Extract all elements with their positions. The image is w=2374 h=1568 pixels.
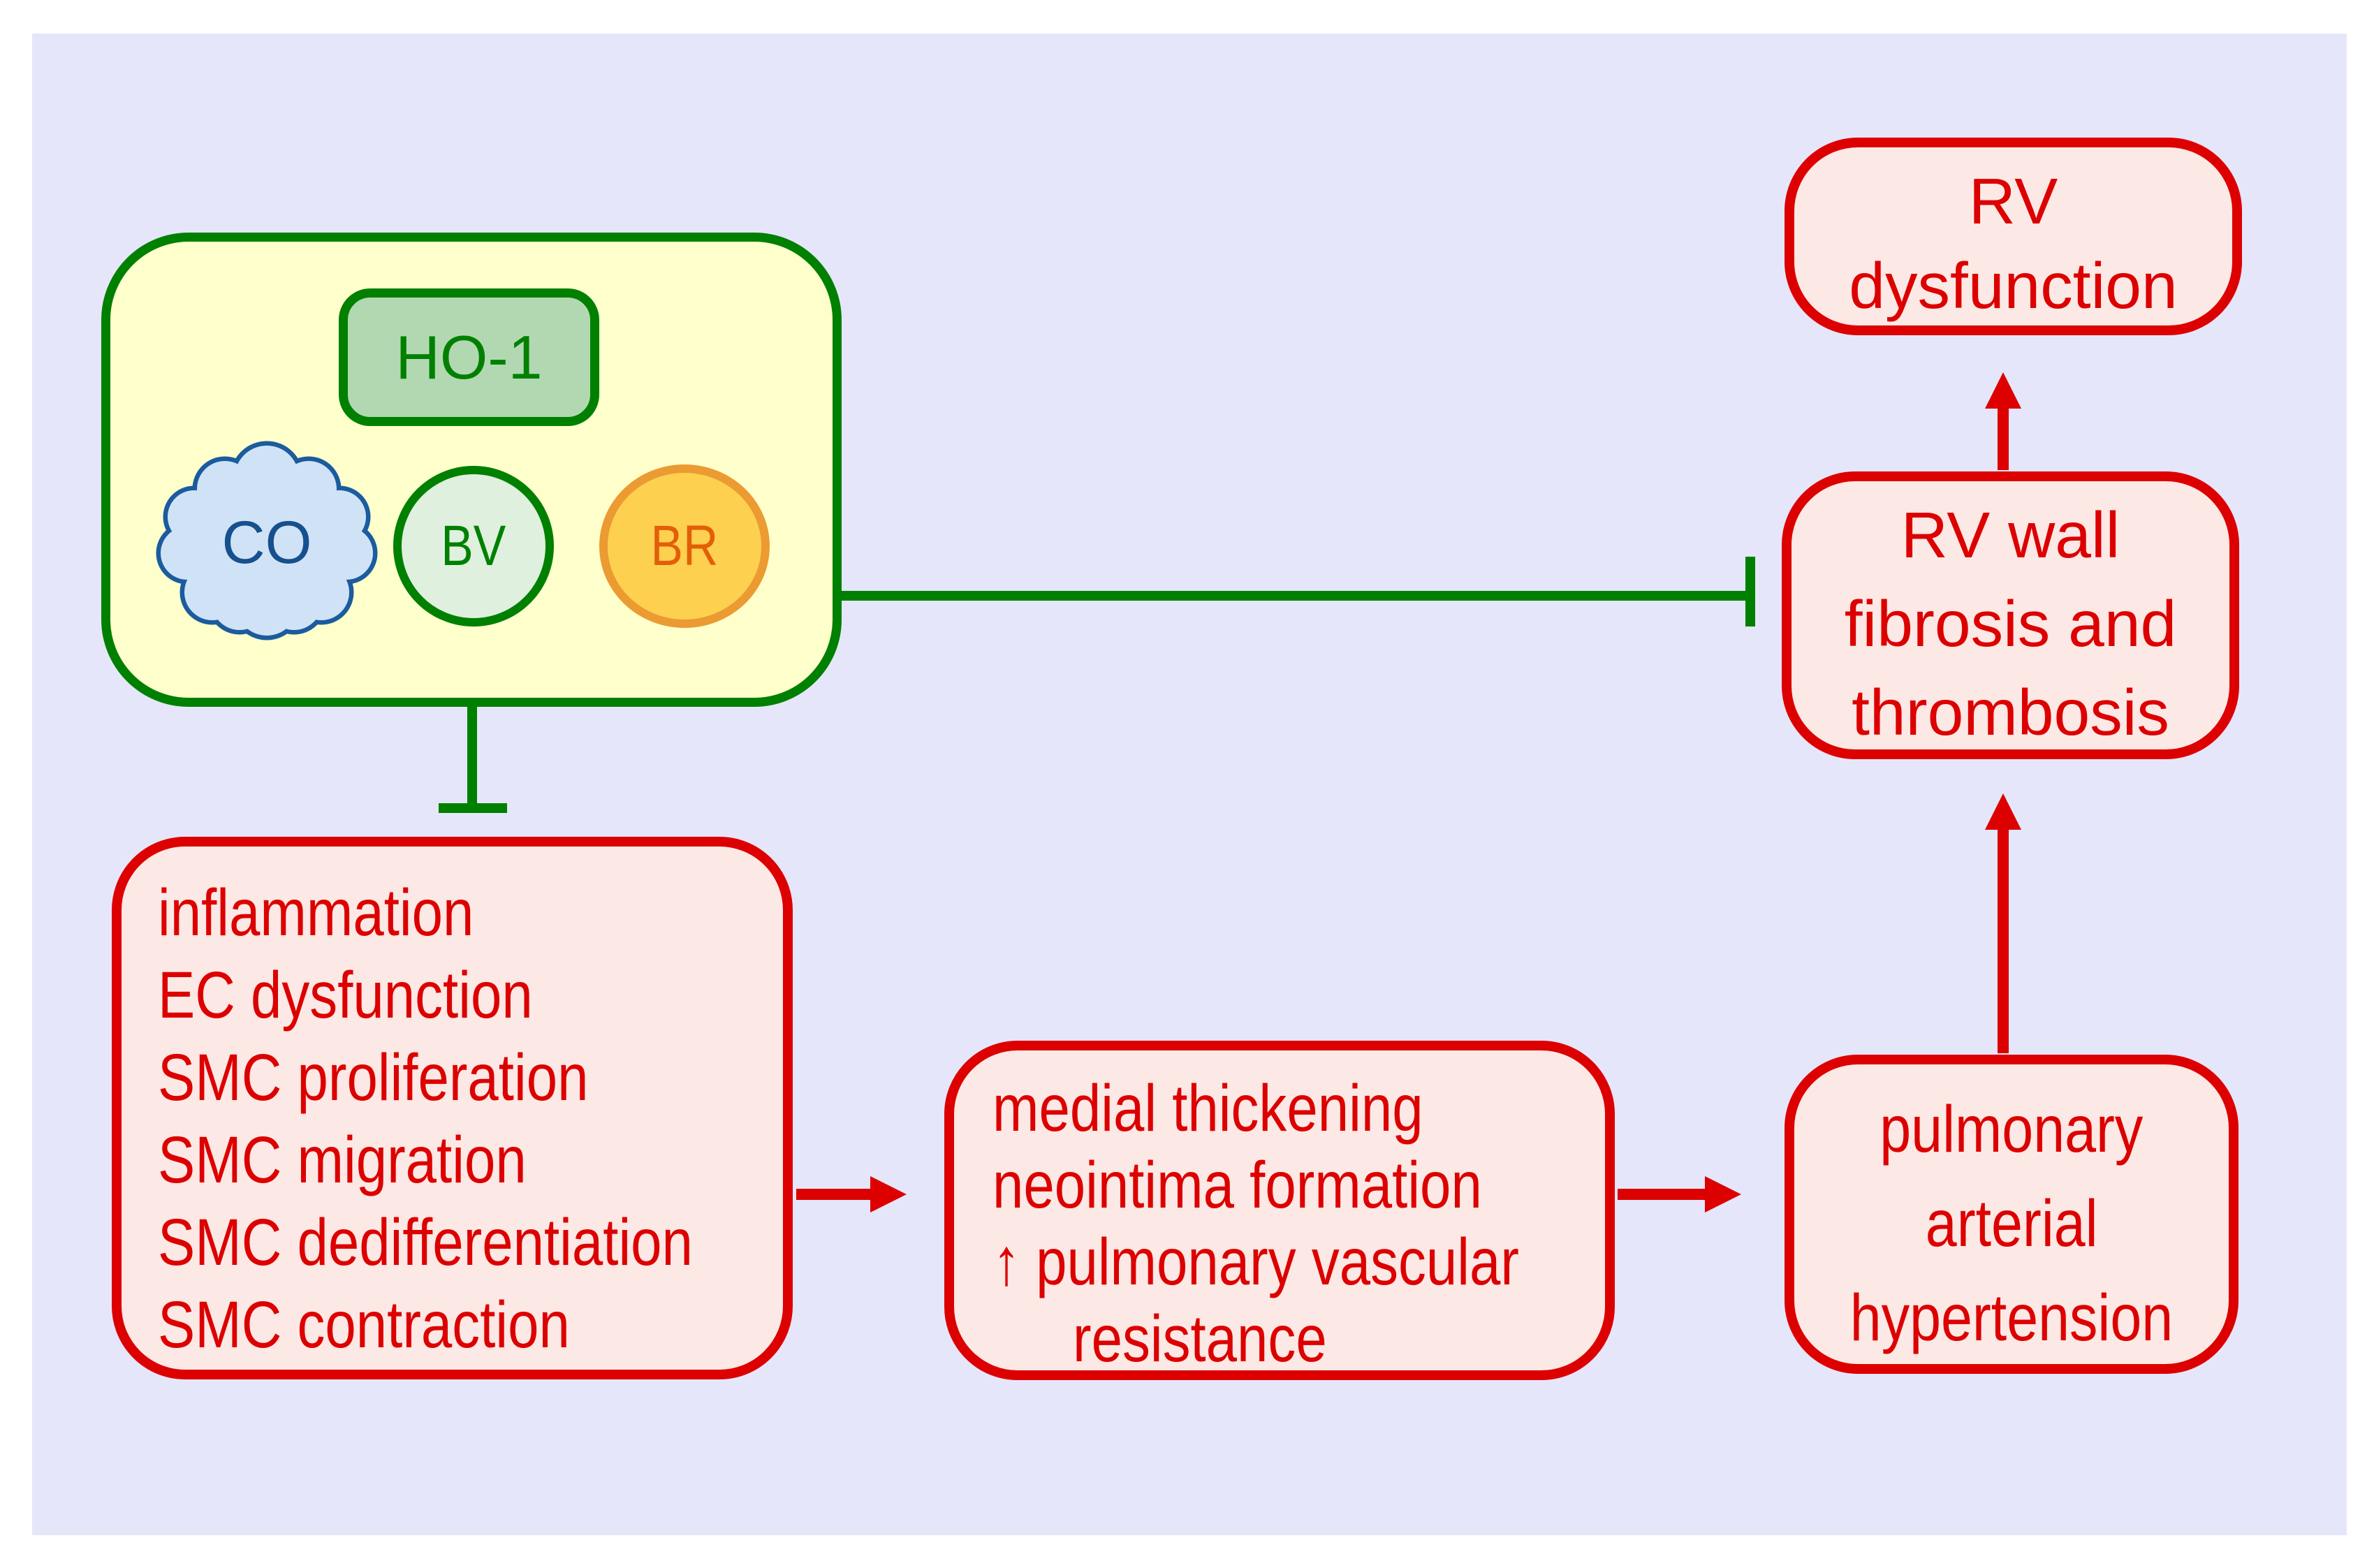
rv-dysfunction-line: dysfunction: [1849, 249, 2178, 322]
remodeling-line: medial thickening: [992, 1071, 1423, 1145]
co-cloud-icon: [156, 441, 378, 640]
effects-line: SMC proliferation: [158, 1041, 589, 1115]
rv-wall-line: RV wall: [1900, 499, 2120, 571]
br-label: BR: [650, 514, 719, 578]
rv-wall-box: RV wall fibrosis and thrombosis: [1782, 471, 2239, 759]
remodeling-line: neointima formation: [992, 1148, 1482, 1222]
inhibition-line-to-effects: [439, 705, 507, 813]
rv-wall-line: thrombosis: [1852, 676, 2169, 749]
bv-label: BV: [441, 514, 506, 578]
effects-line: SMC dedifferentiation: [158, 1206, 693, 1280]
pah-line: arterial: [1925, 1187, 2098, 1261]
arrow-remodeling-to-pah: [1618, 1176, 1741, 1212]
effects-box: inflammation EC dysfunction SMC prolifer…: [112, 837, 793, 1379]
arrow-pah-to-rv-wall: [1985, 793, 2021, 1053]
effects-line: SMC contraction: [158, 1288, 570, 1362]
remodeling-line: resistance: [1073, 1302, 1327, 1376]
inhibition-line-to-rv-wall: [838, 557, 1755, 627]
ho1-label: HO-1: [395, 322, 543, 392]
effects-line: SMC migration: [158, 1123, 527, 1197]
effects-line: inflammation: [158, 876, 474, 950]
remodeling-box: medial thickening neointima formation ↑ …: [944, 1041, 1615, 1380]
pah-box: pulmonary arterial hypertension: [1785, 1055, 2239, 1374]
co-label: CO: [221, 509, 312, 576]
rv-dysfunction-line: RV: [1968, 165, 2058, 237]
arrow-effects-to-remodeling: [796, 1176, 907, 1212]
pah-line: hypertension: [1849, 1281, 2174, 1355]
arrow-rv-wall-to-rv-dysfunction: [1985, 372, 2021, 470]
ho1-box: HO-1: [339, 288, 599, 426]
pah-line: pulmonary: [1880, 1092, 2144, 1166]
effects-line: EC dysfunction: [158, 958, 533, 1032]
rv-dysfunction-box: RV dysfunction: [1785, 138, 2242, 335]
remodeling-line: ↑ pulmonary vascular: [992, 1225, 1519, 1299]
rv-wall-line: fibrosis and: [1844, 587, 2177, 660]
